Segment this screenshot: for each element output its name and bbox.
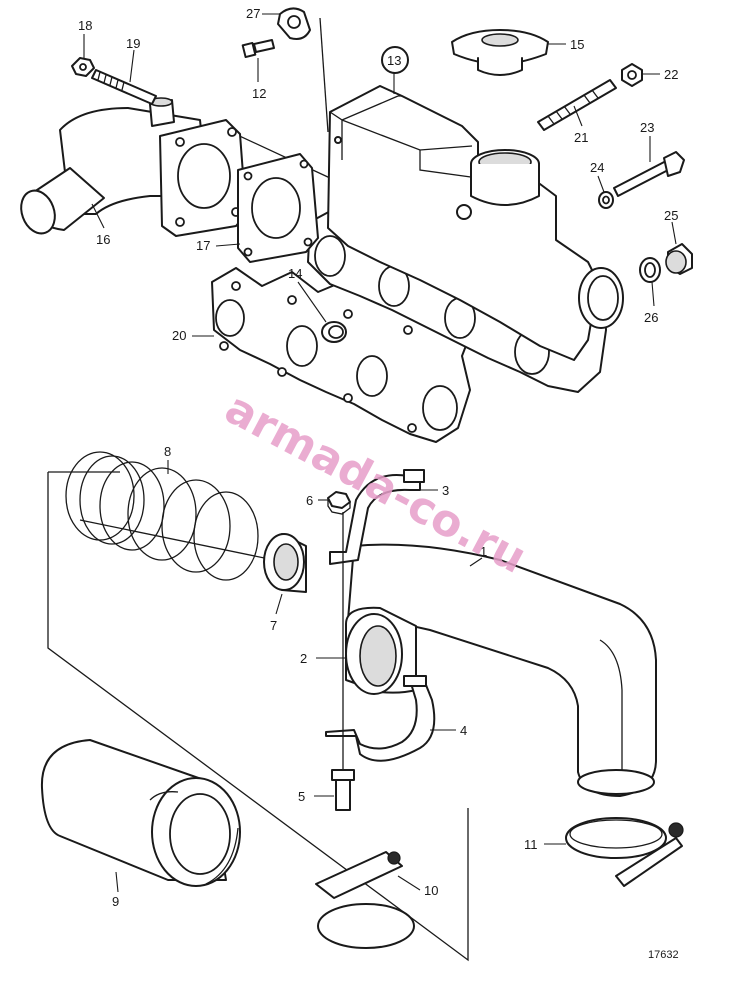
thermostat-housing-elbow (20, 97, 247, 237)
drawing-reference-number: 17632 (648, 949, 679, 961)
callout-2: 2 (300, 651, 307, 666)
callout-5: 5 (298, 789, 305, 804)
callout-leaders (83, 13, 677, 893)
callout-14: 14 (288, 266, 302, 281)
callout-12: 12 (252, 86, 266, 101)
callout-10: 10 (424, 883, 438, 898)
thermostat-housing-gasket (237, 153, 319, 263)
callout-13: 13 (387, 53, 401, 68)
callout-6: 6 (306, 493, 313, 508)
callout-24: 24 (590, 160, 604, 175)
bolt-23 (613, 151, 685, 197)
exhaust-pipe (347, 543, 657, 797)
nut-22 (621, 63, 643, 87)
screw-12 (241, 39, 275, 59)
bolt-5 (331, 769, 355, 811)
callout-19: 19 (126, 36, 140, 51)
stud-19 (91, 69, 157, 105)
filler-cap (451, 29, 549, 76)
callout-1: 1 (480, 544, 487, 559)
callout-27: 27 (246, 6, 260, 21)
nut-18 (71, 57, 95, 77)
hose-clamp-11 (565, 817, 684, 887)
callout-18: 18 (78, 18, 92, 33)
callout-3: 3 (442, 483, 449, 498)
callout-23: 23 (640, 120, 654, 135)
callout-16: 16 (96, 232, 110, 247)
sealing-sleeve (321, 321, 347, 343)
pipe-sleeve (345, 606, 417, 695)
callout-labels: 18 19 27 12 13 15 22 21 23 24 25 26 16 1… (78, 6, 678, 909)
callout-26: 26 (644, 310, 658, 325)
upper-pipe-clamp (329, 469, 425, 565)
hose-clamp-10 (315, 851, 415, 949)
callout-22: 22 (664, 67, 678, 82)
callout-8: 8 (164, 444, 171, 459)
callout-13-circle (381, 46, 409, 74)
callout-11: 11 (524, 837, 538, 852)
lifting-eye-27 (277, 7, 311, 40)
washer-24 (598, 191, 614, 209)
nut-6 (327, 491, 351, 515)
plug-25 (665, 243, 693, 275)
coil-spring (65, 451, 275, 581)
sealing-ring-26 (639, 257, 661, 283)
rubber-bushing (263, 533, 307, 593)
exhaust-hose (40, 739, 241, 887)
lower-pipe-clamp (325, 675, 436, 762)
callout-20: 20 (172, 328, 186, 343)
callout-25: 25 (664, 208, 678, 223)
stud-21 (537, 79, 617, 131)
callout-21: 21 (574, 130, 588, 145)
callout-4: 4 (460, 723, 467, 738)
callout-17: 17 (196, 238, 210, 253)
callout-15: 15 (570, 37, 584, 52)
callout-9: 9 (112, 894, 119, 909)
callout-7: 7 (270, 618, 277, 633)
exhaust-manifold (307, 85, 624, 393)
